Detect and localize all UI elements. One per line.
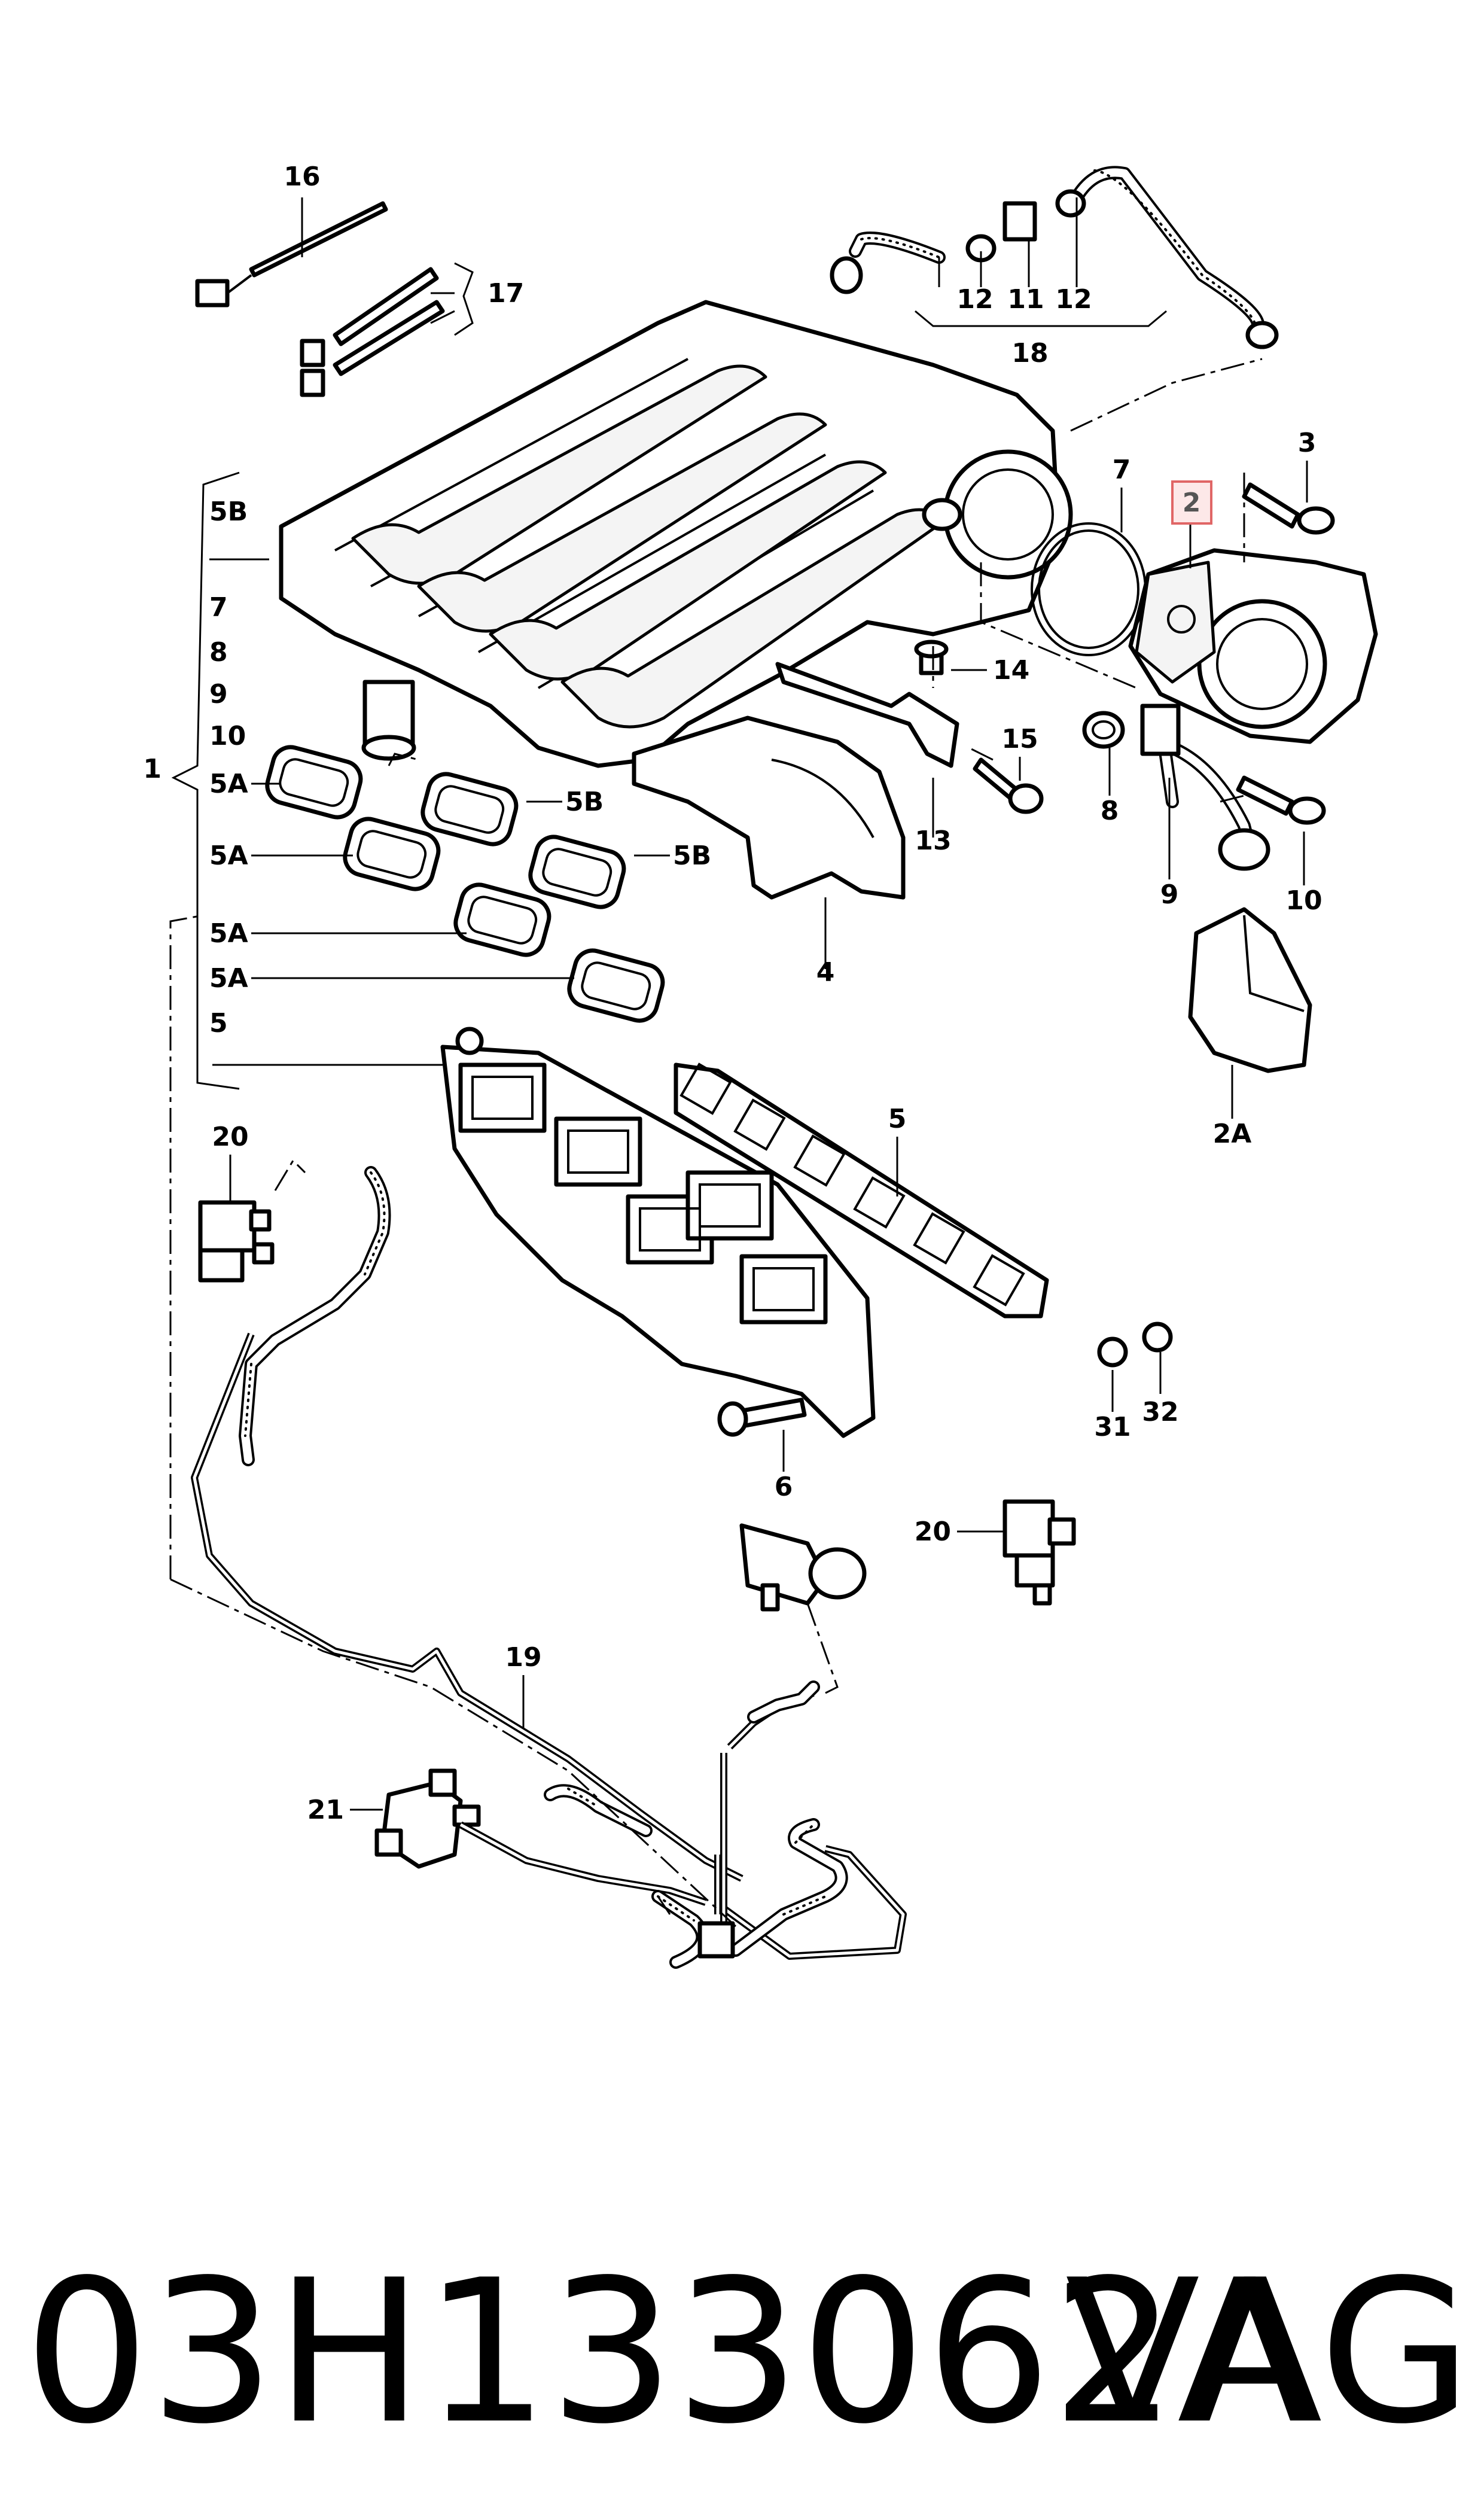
bracket-1	[171, 471, 240, 1090]
callout-13: 13	[915, 826, 951, 856]
o-ring-gasket	[1031, 522, 1147, 656]
bracket-17	[454, 262, 474, 336]
exploded-parts-diagram: 16 17 12 11 12 18 3 7 2 5B 7 8 9 10 1 5A…	[143, 162, 1378, 1969]
part-2-highlight	[1171, 480, 1212, 525]
callout-12-left: 12	[956, 284, 993, 315]
callout-16: 16	[284, 162, 320, 192]
callout-6: 6	[775, 1472, 793, 1502]
callout-5a-1: 5A	[209, 769, 248, 799]
lower-intake-manifold	[440, 1027, 876, 1438]
callout-11: 11	[1007, 284, 1044, 315]
bolt-14	[914, 640, 949, 675]
callout-32: 32	[1142, 1397, 1178, 1427]
callout-5: 5	[888, 1104, 907, 1134]
coolant-hose-9	[1140, 704, 1270, 871]
bolt-6	[717, 1397, 807, 1437]
intake-gasket-strip	[674, 1062, 1049, 1319]
callout-5b-1: 5B	[565, 787, 604, 817]
callout-3: 3	[1298, 428, 1317, 458]
brand-name: VAG	[1065, 2237, 1472, 2467]
callout-9-list: 9	[209, 679, 228, 710]
callout-10-list: 10	[209, 721, 246, 751]
callout-5-list: 5	[209, 1008, 228, 1039]
caption-bar: 03H133062A VAG	[0, 2213, 1484, 2495]
throttle-body	[1128, 548, 1378, 744]
callout-1: 1	[143, 754, 161, 784]
callout-20-right: 20	[915, 1517, 951, 1547]
bolt-10	[1236, 775, 1326, 825]
vacuum-actuator	[739, 1523, 867, 1612]
callout-5a-4: 5A	[209, 963, 248, 994]
callout-31: 31	[1094, 1412, 1130, 1442]
bolt-15	[973, 757, 1044, 814]
hose-clamp-8	[1082, 711, 1125, 749]
upper-intake-manifold	[279, 300, 1073, 768]
callout-8-list: 8	[209, 637, 228, 668]
callout-5b-list: 5B	[209, 497, 248, 527]
solenoid-valve-20-right	[1002, 1499, 1076, 1606]
callout-21: 21	[307, 1795, 344, 1825]
callout-20-left: 20	[212, 1122, 248, 1152]
callout-10: 10	[1285, 885, 1322, 916]
callout-5b-2: 5B	[673, 841, 711, 871]
heat-shield	[632, 715, 906, 900]
callout-5a-3: 5A	[209, 918, 248, 949]
callout-18: 18	[1011, 338, 1048, 369]
bolt-3	[1242, 482, 1335, 535]
callout-8: 8	[1101, 796, 1119, 826]
callout-5a-2: 5A	[209, 841, 248, 871]
cable-tie-16	[195, 201, 388, 307]
callout-4: 4	[816, 957, 835, 988]
bracket-18	[915, 310, 1167, 327]
callout-7: 7	[1113, 455, 1131, 485]
callout-2a: 2A	[1213, 1119, 1252, 1149]
cable-ties-17	[300, 267, 445, 397]
bracket-13	[775, 662, 959, 768]
callout-14: 14	[993, 655, 1029, 686]
callout-9: 9	[1160, 879, 1179, 910]
callout-7-list: 7	[209, 592, 228, 623]
callout-19: 19	[505, 1642, 541, 1673]
clamp-31	[1097, 1336, 1128, 1368]
callout-12-right: 12	[1055, 284, 1092, 315]
callout-15: 15	[1001, 724, 1038, 754]
cover-2a	[1188, 907, 1312, 1073]
valve-21	[374, 1768, 481, 1869]
leader-lines	[209, 197, 1308, 1811]
vacuum-lines-19	[191, 1166, 907, 1969]
callout-17: 17	[487, 278, 524, 309]
breather-hose-18	[830, 166, 1279, 349]
clamp-32	[1142, 1322, 1173, 1353]
solenoid-valve-20-left	[198, 1200, 275, 1283]
part-number: 03H133062A	[24, 2237, 1312, 2467]
callout-2: 2	[1183, 488, 1201, 518]
assembly-guide-lines	[169, 358, 1263, 1928]
gaskets-5a-5b	[265, 745, 665, 1023]
